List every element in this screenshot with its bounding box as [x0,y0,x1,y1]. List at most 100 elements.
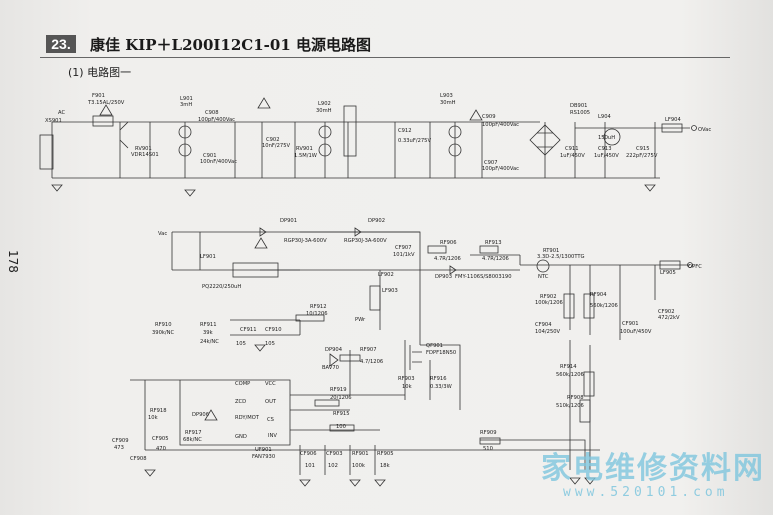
label-rf903: RF903 [398,376,415,382]
label-cf911-value: 105 [236,341,246,347]
label-rf913: RF913 [485,240,502,246]
watermark: 家电维修资料网 www.520101.com [503,443,763,507]
label-rf910: RF910 [155,322,172,328]
pin-out: OUT [265,399,277,405]
label-rf913-value: 4.7R/1206 [482,256,509,262]
label-ntc: NTC [538,274,549,280]
label-lf901-value: PQ2220/250uH [202,284,241,290]
label-rv901b-value: 1.5M/1W [294,153,317,159]
label-c911: C911 [565,146,579,152]
label-cf907: CF907 [395,245,412,251]
label-pwr: PWr [355,317,366,323]
label-rv901b: RV901 [296,146,313,152]
label-fuse-rating: T3.15AL/250V [87,100,125,106]
label-dp903: DP903 [435,274,452,280]
label-rf914-value: 560k/1206 [556,372,584,378]
label-cf909-value: 473 [114,445,124,451]
label-rf918: RF918 [150,408,167,414]
label-cf905: CF905 [152,436,169,442]
label-ac: AC [58,110,65,116]
label-uf901: UF901 [255,447,272,453]
label-c901-value: 100nF/400Vac [200,159,237,165]
label-rf919-value: 20/1206 [330,395,352,401]
label-cf911: CF911 [240,327,257,333]
schematic-wires [39,97,697,487]
label-qf901: QF901 [426,343,443,349]
label-rf916-value: 0.33/3W [430,384,452,390]
label-rf910-value: 390k/NC [152,330,175,336]
label-qf901-value: FDPF18N50 [426,350,456,356]
label-lf904: LF904 [665,117,681,123]
label-cf905-value: 470 [156,446,166,452]
label-c913: C913 [598,146,612,152]
label-cf901: CF901 [622,321,639,327]
label-rf909-value: 510 [483,446,493,452]
label-dp901: DP901 [280,218,297,224]
label-c909: C909 [482,114,496,120]
label-vac-left: Vac [158,231,167,237]
label-lf901: LF901 [200,254,216,260]
label-rf911-ext: 24k/NC [200,339,219,345]
watermark-text: 家电维修资料网 [541,451,765,486]
label-rv901-value: VDR14S01 [131,152,159,158]
label-rt901-value: 3.3D-2.5/1300TTG [537,254,585,260]
header-rule [40,57,730,58]
figure-subtitle: (1) 电路图一 [68,66,132,79]
pin-vcc: VCC [265,381,276,387]
label-c907: C907 [484,160,498,166]
label-rf902-value: 100k/1206 [535,300,563,306]
label-c913-value: 1uF/450V [594,153,619,159]
label-l901-value: 3mH [180,102,192,108]
label-rf917-value: 68k/NC [183,437,202,443]
label-rf915-value: 100 [336,424,346,430]
label-rv901: RV901 [135,146,152,152]
label-dp904: DP904 [325,347,343,353]
label-cf906: CF906 [300,451,317,457]
label-rf912-value: 10/1206 [306,311,328,317]
label-cf904: CF904 [535,322,552,328]
label-c907-value: 100pF/400Vac [482,166,519,172]
label-lf903: LF903 [382,288,398,294]
pin-zcd: ZCD [235,399,246,405]
label-rf908: RF908 [567,395,584,401]
label-rf911-value: 39k [203,330,213,336]
label-c912: C912 [398,128,412,134]
label-rf912: RF912 [310,304,327,310]
label-lf905: LF905 [660,270,676,276]
label-rf906-value: 4.7R/1206 [434,256,461,262]
page-title: 康佳 KIP＋L200I12C1-01 电源电路图 [90,36,372,54]
label-dp903-value: FMY-1106S/S8003190 [455,274,512,280]
label-c902: C902 [266,137,280,143]
label-dp902-value: RGP30J-3A-600V [344,238,387,244]
label-dp902: DP902 [368,218,385,224]
label-c908: C908 [205,110,219,116]
label-lf902: LF902 [378,272,394,278]
label-rf914: RF914 [560,364,577,370]
label-rf907: RF907 [360,347,377,353]
label-dp906: DP906 [192,412,209,418]
label-dp901-value: RGP30J-3A-600V [284,238,327,244]
label-rf901: RF901 [352,451,369,457]
label-l903: L903 [440,93,453,99]
label-xs901: XS901 [45,118,62,124]
label-rf907-value: 4.7/1206 [360,359,383,365]
section-number: 23. [46,35,76,53]
label-l902: L902 [318,101,331,107]
label-cf908: CF908 [130,456,147,462]
watermark-url: www.520101.com [563,485,729,500]
label-rt901: RT901 [543,248,559,254]
label-rf905: RF905 [377,451,394,457]
label-cf903: CF903 [326,451,343,457]
label-c915: C915 [636,146,650,152]
label-db901: DB901 [570,103,587,109]
label-f901: F901 [92,93,105,99]
label-rf917: RF917 [185,430,202,436]
pin-rdymot: RDY/MOT [235,415,260,421]
label-rf915: RF915 [333,411,350,417]
label-c902-value: 10nF/275V [262,143,291,149]
label-uf901-value: FAN7930 [252,454,275,460]
label-rf909: RF909 [480,430,497,436]
label-rf911: RF911 [200,322,217,328]
pin-comp: COMP [235,381,250,387]
